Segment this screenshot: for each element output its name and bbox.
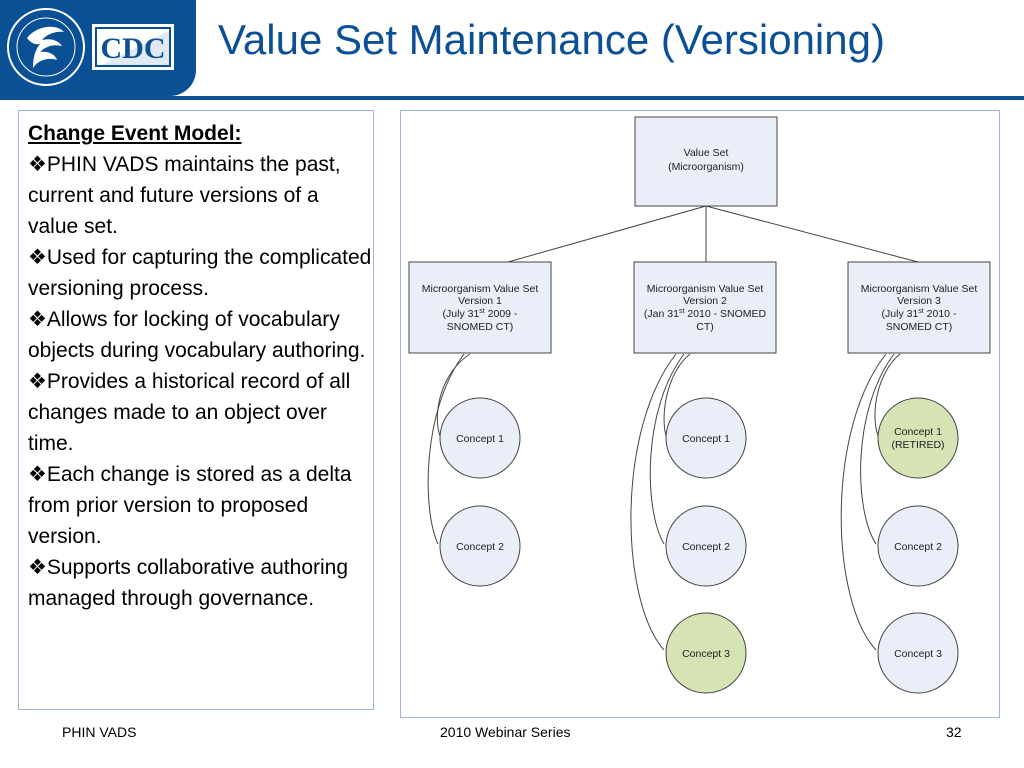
svg-text:Concept 2: Concept 2	[894, 541, 942, 553]
diamond-bullet-icon: ❖	[28, 153, 47, 176]
page-number: 32	[946, 724, 962, 740]
svg-text:SNOMED CT): SNOMED CT)	[447, 321, 514, 333]
version-node-3: Microorganism Value Set Version 3 (July …	[847, 261, 991, 354]
version-node-2: Microorganism Value Set Version 2 (Jan 3…	[633, 261, 777, 354]
versioning-diagram: Value Set (Microorganism) Microorganism …	[408, 116, 991, 694]
svg-text:Concept 2: Concept 2	[456, 541, 504, 553]
footer-center: 2010 Webinar Series	[440, 724, 571, 740]
version-node-1: Microorganism Value Set Version 1 (July …	[408, 261, 552, 354]
slide-header: CDC Value Set Maintenance (Versioning)	[0, 0, 1024, 100]
logo-panel: CDC	[0, 0, 196, 96]
diamond-bullet-icon: ❖	[28, 308, 47, 331]
footer-left: PHIN VADS	[62, 724, 137, 740]
svg-text:Concept 3: Concept 3	[894, 648, 942, 660]
root-label-line-1: Value Set	[684, 147, 729, 159]
svg-text:Concept 1: Concept 1	[894, 426, 942, 438]
change-event-model-panel: Change Event Model: ❖PHIN VADS maintains…	[18, 110, 374, 710]
logo-graphic: CDC	[7, 8, 174, 86]
hhs-seal	[7, 8, 85, 86]
root-label-line-2: (Microorganism)	[668, 161, 744, 173]
concept-curves-version-1	[427, 353, 471, 545]
concept-node: Concept 2	[665, 505, 747, 587]
concept-node: Concept 1	[439, 397, 521, 479]
svg-text:Version 3: Version 3	[897, 295, 941, 307]
header-divider	[0, 96, 1024, 100]
bullet-item: ❖PHIN VADS maintains the past, current a…	[28, 153, 341, 238]
root-to-version-connectors	[507, 205, 919, 263]
concept-curves-version-2	[630, 353, 691, 651]
svg-text:Version 2: Version 2	[683, 295, 727, 307]
svg-text:Microorganism Value Set: Microorganism Value Set	[861, 283, 978, 295]
concept-node: Concept 1	[665, 397, 747, 479]
bullet-item: ❖Allows for locking of vocabulary object…	[28, 308, 366, 362]
panel-heading: Change Event Model:	[28, 122, 242, 145]
concept-node-retired: Concept 1 (RETIRED)	[877, 397, 959, 479]
diamond-bullet-icon: ❖	[28, 246, 47, 269]
svg-text:(RETIRED): (RETIRED)	[891, 439, 944, 451]
eagle-icon	[27, 26, 64, 69]
bullet-item: ❖Provides a historical record of all cha…	[28, 370, 351, 455]
bullet-list: ❖PHIN VADS maintains the past, current a…	[28, 149, 373, 614]
svg-text:(Jan 31st 2010 - SNOMED: (Jan 31st 2010 - SNOMED	[644, 308, 767, 320]
diamond-bullet-icon: ❖	[28, 463, 47, 486]
root-node: Value Set (Microorganism)	[634, 116, 778, 207]
diamond-bullet-icon: ❖	[28, 556, 47, 579]
svg-text:Version 1: Version 1	[458, 295, 502, 307]
svg-text:(July 31st 2010 -: (July 31st 2010 -	[882, 308, 957, 320]
svg-text:Concept 3: Concept 3	[682, 648, 730, 660]
svg-text:Concept 1: Concept 1	[456, 433, 504, 445]
concept-node: Concept 3	[877, 612, 959, 694]
diagram-frame	[400, 110, 1000, 718]
concept-node: Concept 2	[439, 505, 521, 587]
svg-text:Concept 2: Concept 2	[682, 541, 730, 553]
svg-text:CT): CT)	[696, 321, 714, 333]
bullet-item: ❖Each change is stored as a delta from p…	[28, 463, 352, 548]
concept-curves-version-3	[840, 353, 901, 651]
concept-node: Concept 2	[877, 505, 959, 587]
svg-text:SNOMED CT): SNOMED CT)	[886, 321, 953, 333]
svg-text:Concept 1: Concept 1	[682, 433, 730, 445]
svg-text:Microorganism Value Set: Microorganism Value Set	[647, 283, 764, 295]
slide-title: Value Set Maintenance (Versioning)	[218, 16, 885, 63]
svg-text:(July 31st 2009 -: (July 31st 2009 -	[443, 308, 518, 320]
concept-node-new: Concept 3	[665, 612, 747, 694]
bullet-item: ❖Used for capturing the complicated vers…	[28, 246, 372, 300]
bullet-item: ❖Supports collaborative authoring manage…	[28, 556, 349, 610]
svg-text:CDC: CDC	[101, 32, 166, 65]
svg-text:Microorganism Value Set: Microorganism Value Set	[422, 283, 539, 295]
cdc-logo: CDC	[92, 24, 174, 70]
diamond-bullet-icon: ❖	[28, 370, 47, 393]
